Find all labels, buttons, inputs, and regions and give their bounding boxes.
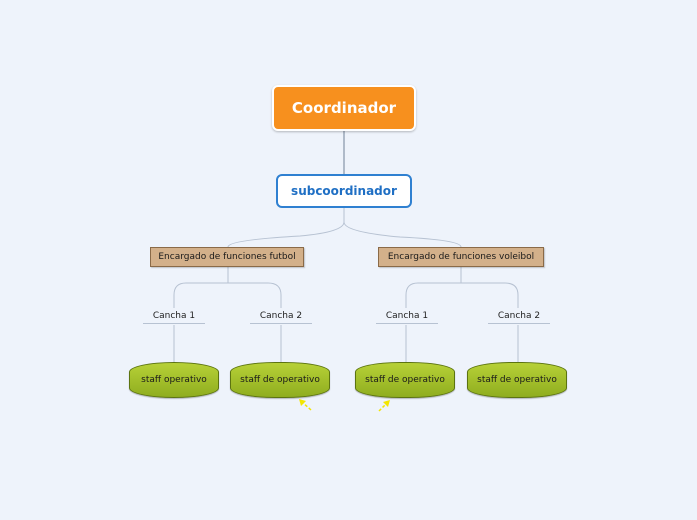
node-encargado-voleibol[interactable]: Encargado de funciones voleibol: [378, 247, 544, 267]
node-staff-voleibol-1[interactable]: staff de operativo: [355, 362, 455, 398]
relationship-arrow-left: [299, 399, 312, 411]
node-staff-label: staff de operativo: [477, 375, 557, 385]
node-cancha-label: Cancha 1: [385, 310, 429, 321]
link-sub-futbol: [227, 208, 345, 248]
node-staff-voleibol-2[interactable]: staff de operativo: [467, 362, 567, 398]
node-encargado-futbol-label: Encargado de funciones futbol: [158, 252, 296, 262]
node-cancha-voleibol-2[interactable]: Cancha 2: [488, 308, 550, 324]
relationship-arrow-right: [378, 400, 390, 412]
link-voleibol-c3: [405, 267, 462, 308]
node-coordinador-label: Coordinador: [291, 99, 397, 117]
node-cancha-label: Cancha 2: [497, 310, 541, 321]
node-staff-label: staff de operativo: [365, 375, 445, 385]
node-staff-label: staff de operativo: [240, 375, 320, 385]
node-cancha-voleibol-1[interactable]: Cancha 1: [376, 308, 438, 324]
node-cancha-futbol-1[interactable]: Cancha 1: [143, 308, 205, 324]
link-futbol-c2: [227, 267, 282, 308]
node-cancha-label: Cancha 2: [259, 310, 303, 321]
node-staff-futbol-1[interactable]: staff operativo: [129, 362, 219, 398]
node-staff-label: staff operativo: [141, 375, 207, 385]
link-sub-voleibol: [343, 208, 462, 248]
node-subcoordinador-label: subcoordinador: [291, 184, 397, 198]
node-staff-futbol-2[interactable]: staff de operativo: [230, 362, 330, 398]
node-subcoordinador[interactable]: subcoordinador: [276, 174, 412, 208]
node-encargado-voleibol-label: Encargado de funciones voleibol: [387, 252, 535, 262]
node-cancha-label: Cancha 1: [152, 310, 196, 321]
node-encargado-futbol[interactable]: Encargado de funciones futbol: [150, 247, 304, 267]
link-voleibol-c4: [460, 267, 519, 308]
node-cancha-futbol-2[interactable]: Cancha 2: [250, 308, 312, 324]
node-coordinador[interactable]: Coordinador: [272, 85, 416, 131]
link-futbol-c1: [173, 267, 229, 308]
